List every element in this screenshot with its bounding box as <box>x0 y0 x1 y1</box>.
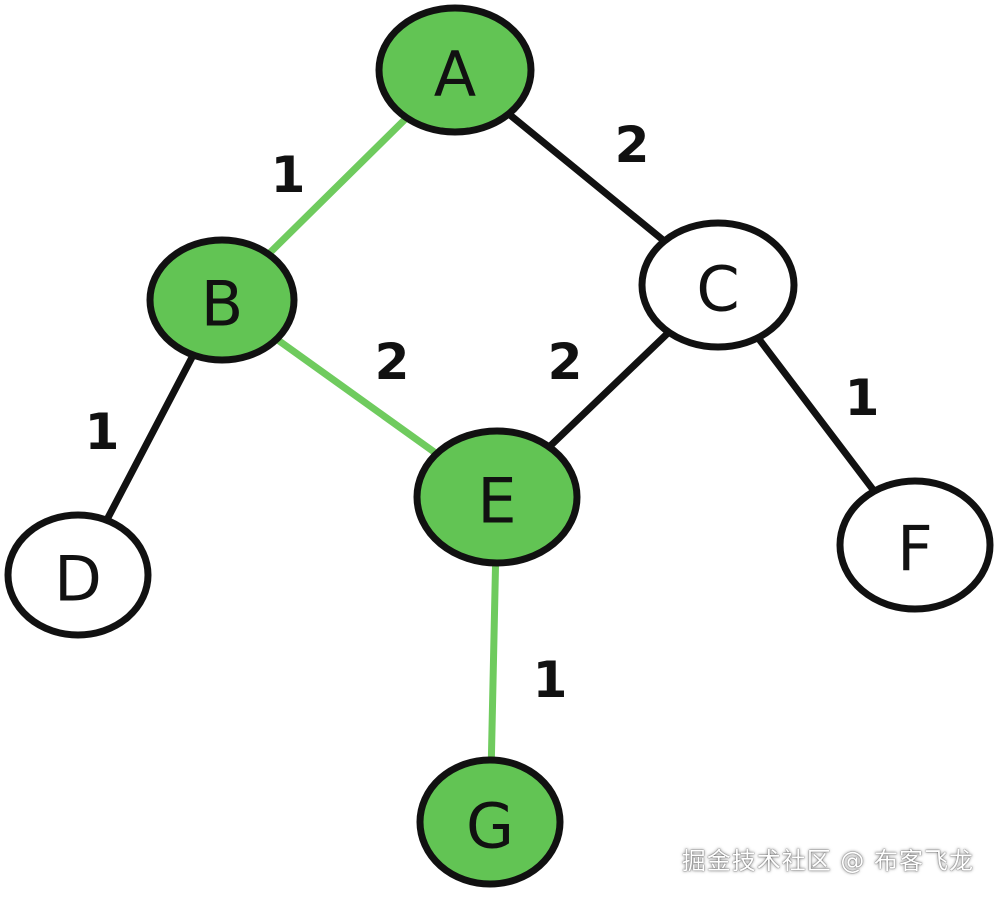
node-b: B <box>146 236 298 364</box>
node-b-circle <box>146 236 298 364</box>
watermark: 掘金技术社区 @ 布客飞龙 <box>681 847 974 875</box>
edge-weight-c-f: 1 <box>845 369 880 427</box>
node-f: F <box>836 477 994 613</box>
edge-weight-e-g: 1 <box>533 651 568 709</box>
node-c-circle <box>638 219 798 351</box>
edge-weight-a-c: 2 <box>615 116 650 174</box>
node-a: A <box>375 4 535 136</box>
node-a-label: A <box>434 38 476 111</box>
nodes-layer: A B C D E F G <box>4 4 994 888</box>
node-f-label: F <box>897 513 933 586</box>
node-b-label: B <box>201 268 244 341</box>
node-e: E <box>413 427 581 567</box>
node-g-circle <box>416 756 564 888</box>
node-d-circle <box>4 511 152 639</box>
node-d-label: D <box>54 543 102 616</box>
node-c: C <box>638 219 798 351</box>
node-d: D <box>4 511 152 639</box>
node-f-circle <box>836 477 994 613</box>
node-g: G <box>416 756 564 888</box>
edge-weight-a-b: 1 <box>271 146 306 204</box>
node-e-label: E <box>477 465 516 538</box>
node-e-circle <box>413 427 581 567</box>
node-a-circle <box>375 4 535 136</box>
node-c-label: C <box>696 253 739 326</box>
edge-weight-b-e: 2 <box>375 333 410 391</box>
edge-weight-c-e: 2 <box>548 333 583 391</box>
edge-weight-b-d: 1 <box>85 403 120 461</box>
edge-weights-layer: 1 2 1 2 2 1 1 <box>85 116 880 709</box>
node-g-label: G <box>466 790 514 863</box>
